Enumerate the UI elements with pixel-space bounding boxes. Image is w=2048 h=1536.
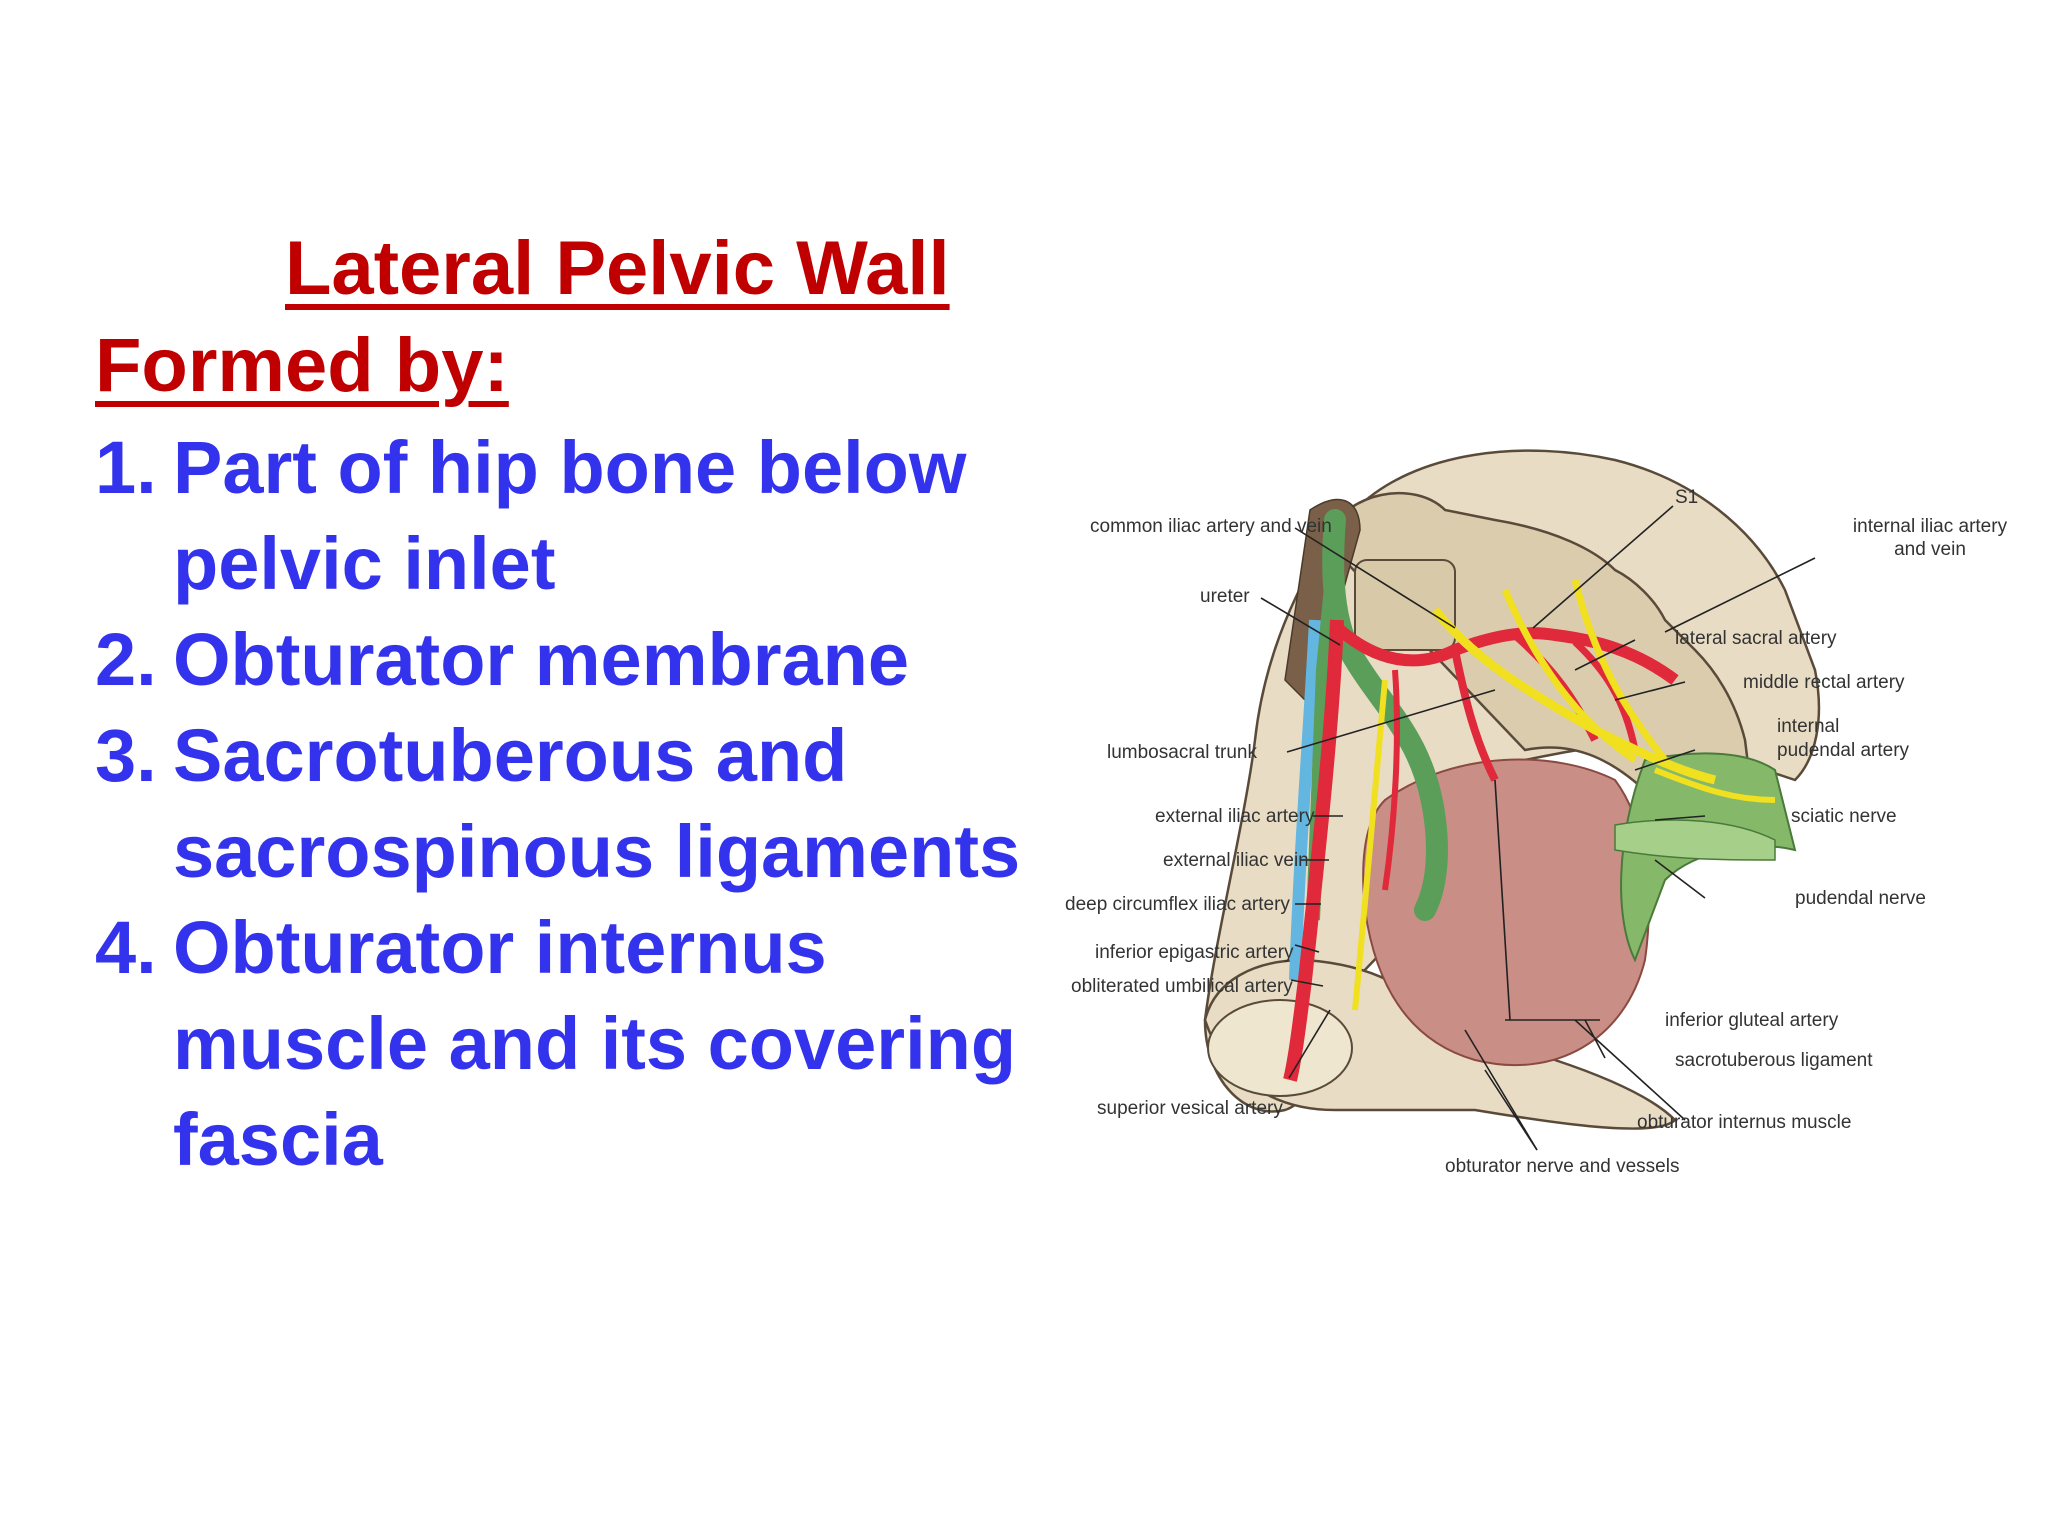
- label-inferior-epigastric: inferior epigastric artery: [1095, 942, 1294, 963]
- label-pudendal-nerve: pudendal nerve: [1795, 888, 1926, 909]
- label-sciatic: sciatic nerve: [1791, 806, 1897, 827]
- pubic-symphysis-cut: [1207, 999, 1353, 1097]
- list-text: Part of hip bone below pelvic inlet: [173, 426, 967, 605]
- list-text: Obturator membrane: [173, 618, 910, 701]
- label-superior-vesical: superior vesical artery: [1097, 1098, 1283, 1119]
- slide-title: Lateral Pelvic Wall: [285, 226, 950, 311]
- list-item: 1. Part of hip bone below pelvic inlet: [95, 420, 1075, 612]
- sacral-nerve: [1501, 588, 1637, 763]
- list-number: 1.: [95, 426, 157, 509]
- label-sacrotuberous: sacrotuberous ligament: [1675, 1050, 1873, 1071]
- label-lumbosacral: lumbosacral trunk: [1107, 742, 1257, 763]
- label-inferior-gluteal: inferior gluteal artery: [1665, 1010, 1839, 1031]
- label-lateral-sacral: lateral sacral artery: [1675, 628, 1837, 649]
- label-obturator-internus: obturator internus muscle: [1637, 1112, 1851, 1133]
- formation-list: 1. Part of hip bone below pelvic inlet 2…: [95, 420, 1075, 1188]
- label-internal-iliac-2: and vein: [1894, 539, 1966, 560]
- pelvic-wall-diagram: common iliac artery and vein S1 internal…: [1055, 420, 2015, 1200]
- sacral-nerve: [1571, 579, 1668, 763]
- label-obturator-nerve: obturator nerve and vessels: [1445, 1156, 1679, 1177]
- lumbosacral-trunk: [1431, 607, 1717, 785]
- label-internal-iliac-1: internal iliac artery: [1853, 516, 2008, 537]
- diagram-labels: common iliac artery and vein S1 internal…: [1065, 487, 2008, 1177]
- label-s1: S1: [1675, 487, 1698, 508]
- sacrospinous-ligament: [1614, 819, 1776, 861]
- diagram-svg: common iliac artery and vein S1 internal…: [1065, 449, 2008, 1177]
- label-deep-circumflex: deep circumflex iliac artery: [1065, 894, 1290, 915]
- label-common-iliac: common iliac artery and vein: [1090, 516, 1332, 537]
- artery-branch: [1451, 649, 1499, 782]
- list-number: 4.: [95, 906, 157, 989]
- label-external-iliac-vein: external iliac vein: [1163, 850, 1309, 871]
- sacral-body: [1354, 559, 1456, 651]
- list-item: 4. Obturator internus muscle and its cov…: [95, 900, 1075, 1188]
- list-text: Obturator internus muscle and its coveri…: [173, 906, 1017, 1181]
- label-ureter: ureter: [1200, 586, 1250, 607]
- artery-branch: [1382, 669, 1400, 891]
- leader-lines: [1260, 505, 1816, 1151]
- list-number: 2.: [95, 618, 157, 701]
- formed-by-heading: Formed by:: [95, 323, 509, 408]
- obturator-nerve: [1352, 679, 1388, 1011]
- list-number: 3.: [95, 714, 157, 797]
- list-item: 2. Obturator membrane: [95, 612, 1075, 708]
- label-internal-pudendal-1: internal: [1777, 716, 1839, 737]
- ureter: [1289, 619, 1321, 981]
- list-item: 3. Sacrotuberous and sacrospinous ligame…: [95, 708, 1075, 900]
- label-middle-rectal: middle rectal artery: [1743, 672, 1905, 693]
- pudendal-nerve-path: [1653, 767, 1776, 803]
- external-iliac-artery: [1283, 619, 1344, 1082]
- list-text: Sacrotuberous and sacrospinous ligaments: [173, 714, 1021, 893]
- label-external-iliac-artery: external iliac artery: [1155, 806, 1315, 827]
- anatomy-illustration: [1203, 449, 1821, 1130]
- label-internal-pudendal-2: pudendal artery: [1777, 740, 1910, 761]
- label-obliterated-umbilical: obliterated umbilical artery: [1071, 976, 1293, 997]
